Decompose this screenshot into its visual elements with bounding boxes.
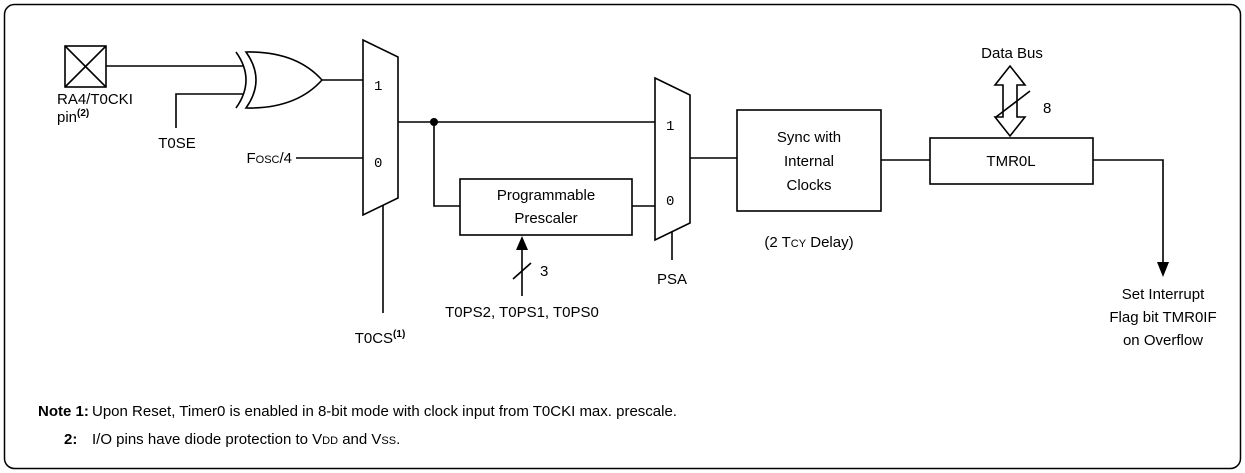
prescaler-select-bits-label: T0PS2, T0PS1, T0PS0: [445, 304, 599, 321]
t0se-wire: [175, 93, 243, 128]
delay-tcy-small-caps: CY: [791, 238, 807, 250]
note-1-label: Note 1:: [38, 403, 89, 420]
overflow-arrowhead: [1157, 262, 1169, 277]
input-pin-caption: pin(2): [57, 108, 89, 126]
note-2-suffix: .: [396, 431, 400, 448]
figure-frame: [3, 3, 1242, 470]
sync-delay-label: (2 TCY Delay): [764, 234, 853, 251]
data-bus-label: Data Bus: [981, 45, 1043, 62]
sync-label-line-3: Clocks: [786, 177, 831, 194]
delay-prefix: (2 T: [764, 234, 790, 251]
fosc-suffix: /4: [279, 150, 292, 167]
clock-mux-input-1-label: 1: [374, 79, 382, 95]
note-2-text: I/O pins have diode protection to VDD an…: [92, 431, 400, 448]
overflow-output-wire: [1093, 159, 1164, 262]
prescaler-input-wire: [433, 122, 460, 207]
psa-label: PSA: [657, 271, 687, 288]
data-bus-width-label: 8: [1043, 100, 1051, 117]
t0cs-label: T0CS(1): [355, 329, 406, 347]
prescaler-bus-width-label: 3: [540, 263, 548, 280]
xor-gate-input-curve: [235, 51, 247, 109]
clock-mux-input-0-label: 0: [374, 156, 382, 172]
clock-source-mux: [362, 38, 399, 217]
note-1-text: Upon Reset, Timer0 is enabled in 8-bit m…: [92, 403, 677, 420]
vdd-small-caps: DD: [322, 435, 338, 447]
prescaler-mux-input-1-label: 1: [666, 119, 674, 135]
input-pin-name: RA4/T0CKI: [57, 91, 133, 108]
prescaler-label-line-1: Programmable: [497, 187, 595, 204]
fosc-prefix: F: [246, 150, 255, 167]
pin-footnote-ref: (2): [77, 108, 89, 119]
note-2-middle: and V: [338, 431, 381, 448]
sync-box: [736, 109, 882, 212]
fosc-4-label: FOSC/4: [246, 150, 292, 167]
t0cs-text: T0CS: [355, 330, 393, 347]
prescaler-bus-width-slash: [512, 262, 532, 280]
prescaler-select-arrowhead: [516, 236, 528, 250]
note-2-prefix: I/O pins have diode protection to V: [92, 431, 322, 448]
overflow-label-line-1: Set Interrupt: [1122, 286, 1205, 303]
overflow-label-line-3: on Overflow: [1123, 332, 1203, 349]
vss-small-caps: SS: [381, 435, 396, 447]
input-pin-symbol: [64, 45, 107, 88]
delay-suffix: Delay): [806, 234, 854, 251]
t0cs-footnote-ref: (1): [393, 329, 405, 340]
data-bus-width-slash: [995, 90, 1031, 118]
fosc-small-caps: OSC: [256, 154, 280, 166]
sync-label-line-2: Internal: [784, 153, 834, 170]
sync-label-line-1: Sync with: [777, 129, 841, 146]
prescaler-box: [459, 178, 633, 236]
prescaler-mux-input-0-label: 0: [666, 194, 674, 210]
note-2-label: 2:: [64, 431, 77, 448]
pin-box-diagonal-2: [64, 45, 107, 88]
pin-word: pin: [57, 109, 77, 126]
overflow-label-line-2: Flag bit TMR0IF: [1109, 309, 1216, 326]
tmr0l-label: TMR0L: [986, 153, 1035, 170]
prescaler-label-line-2: Prescaler: [514, 210, 577, 227]
tmr0l-box: [929, 137, 1094, 185]
data-bus-bidirectional-arrow: [993, 64, 1027, 138]
prescaler-mux: [654, 76, 691, 242]
xor-gate: [235, 51, 324, 109]
t0se-label: T0SE: [158, 135, 196, 152]
xor-gate-body: [244, 51, 324, 109]
